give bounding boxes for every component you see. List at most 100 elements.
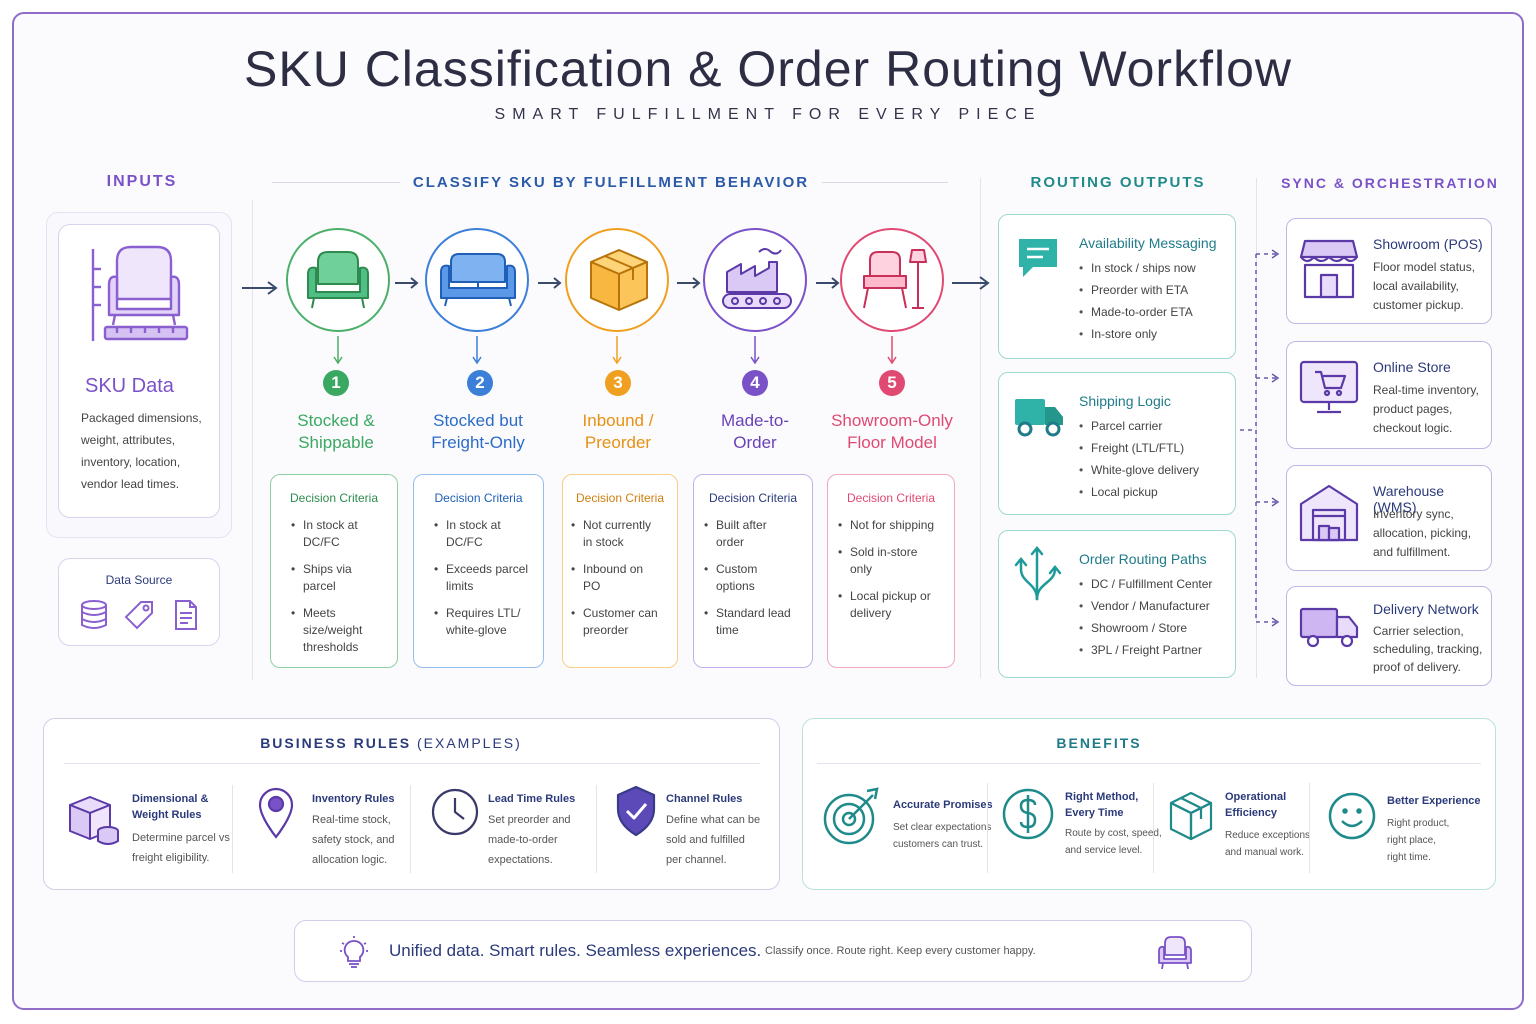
class-4-criteria: Decision Criteria Built after orderCusto… <box>693 474 813 668</box>
data-source-card[interactable]: Data Source <box>58 558 220 646</box>
flow-arrow <box>242 281 278 295</box>
armchair-footer-icon <box>1158 936 1192 970</box>
dollar-icon <box>1002 788 1054 840</box>
truck-icon <box>1015 399 1063 437</box>
section-routing-title: ROUTING OUTPUTS <box>1030 174 1206 191</box>
routing-paths-card[interactable]: Order Routing Paths DC / Fulfillment Cen… <box>998 530 1236 678</box>
rule-desc-line: sold and fulfilled <box>666 834 745 846</box>
class-title-line: Inbound / <box>582 411 654 430</box>
sync-online-store-card[interactable]: Online Store Real-time inventory,product… <box>1286 341 1492 449</box>
monitor-cart-icon <box>1299 360 1359 414</box>
divider-line <box>817 763 1481 764</box>
class-2-criteria: Decision Criteria In stock at DC/FCExcee… <box>413 474 544 668</box>
sync-desc-line: Floor model status, <box>1373 260 1476 274</box>
benefit-desc: Right product,right place,right time. <box>1387 815 1449 866</box>
criteria-title: Decision Criteria <box>575 491 665 505</box>
class-title-line: Freight-Only <box>431 433 525 452</box>
section-separator <box>1256 178 1257 678</box>
business-rules-title-text: BUSINESS RULES <box>260 735 412 751</box>
storefront-icon <box>1299 239 1359 299</box>
sync-card-desc: Inventory sync, allocation, picking, and f… <box>1373 505 1491 562</box>
routing-item: Vendor / Manufacturer <box>1079 595 1212 617</box>
document-icon <box>175 600 197 630</box>
benefit-title-line: Operational <box>1225 791 1287 803</box>
sync-warehouse-card[interactable]: Warehouse (WMS) Inventory sync, allocatio… <box>1286 465 1492 571</box>
rule-desc-line: allocation logic. <box>312 854 388 866</box>
class-4-number: 4 <box>742 370 768 396</box>
routing-item: Made-to-order ETA <box>1079 301 1196 323</box>
routing-shipping-card[interactable]: Shipping Logic Parcel carrierFreight (LT… <box>998 372 1236 515</box>
divider-line <box>822 182 948 183</box>
sku-desc-line: Packaged dimensions, <box>81 411 202 425</box>
sync-desc-line: allocation, picking, <box>1373 526 1472 540</box>
sync-delivery-card[interactable]: Delivery Network Carrier selection,sched… <box>1286 586 1492 686</box>
business-rules-title-suffix: (EXAMPLES) <box>417 735 522 751</box>
rule-desc-line: safety stock, and <box>312 834 395 846</box>
rule-separator <box>596 785 597 873</box>
rule-desc-line: Define what can be <box>666 814 761 826</box>
class-title-line: Floor Model <box>847 433 937 452</box>
criteria-item: Inbound on PO <box>571 561 663 595</box>
down-arrow <box>333 336 343 365</box>
criteria-item: In stock at DC/FC <box>291 517 383 551</box>
sync-card-desc: Real-time inventory,product pages,checko… <box>1373 381 1491 438</box>
factory-icon <box>722 248 792 309</box>
business-rules-title: BUSINESS RULES (EXAMPLES) <box>44 735 738 751</box>
target-icon <box>823 787 879 845</box>
class-4-circle[interactable] <box>703 228 807 332</box>
chair-lamp-icon <box>863 249 927 309</box>
rule-desc: Define what can be sold and fulfilled per … <box>666 810 760 870</box>
footer-subtext: Classify once. Route right. Keep every c… <box>765 945 1036 957</box>
box-icon <box>590 249 648 311</box>
rule-desc-line: per channel. <box>666 854 727 866</box>
flow-arrow <box>952 276 990 290</box>
rule-title: Channel Rules <box>666 791 742 807</box>
shield-check-icon <box>616 785 656 837</box>
benefit-separator <box>1309 783 1310 873</box>
sync-card-title: Warehouse (WMS) <box>1373 483 1445 515</box>
rule-desc-line: freight eligibility. <box>132 852 210 864</box>
routing-item: White-glove delivery <box>1079 459 1199 481</box>
routing-item: Parcel carrier <box>1079 415 1199 437</box>
rule-title-line: Dimensional & <box>132 793 209 805</box>
rule-desc-line: Real-time stock, <box>312 814 391 826</box>
criteria-title: Decision Criteria <box>846 491 936 505</box>
sync-showroom-card[interactable]: Showroom (POS) Floor model status,local … <box>1286 218 1492 324</box>
cube-icon <box>1169 791 1213 841</box>
sync-card-desc: Floor model status,local availability,cu… <box>1373 258 1491 315</box>
criteria-item: Sold in-store only <box>838 544 940 578</box>
routing-availability-card[interactable]: Availability Messaging In stock / ships … <box>998 214 1236 359</box>
criteria-item: Standard lead time <box>704 605 798 639</box>
benefit-separator <box>987 783 988 873</box>
sync-desc-line: Inventory sync, <box>1373 507 1454 521</box>
clock-icon <box>431 788 479 836</box>
benefits-panel: BENEFITS Accurate Promises Set clear exp… <box>802 718 1496 890</box>
benefit-title-line: Every Time <box>1065 807 1124 819</box>
class-title-line: Order <box>733 433 777 452</box>
benefit-title: Better Experience <box>1387 793 1481 809</box>
sync-card-desc: Carrier selection,scheduling, tracking,p… <box>1373 622 1491 676</box>
class-2-circle[interactable] <box>425 228 529 332</box>
rule-desc-line: made-to-order <box>488 834 558 846</box>
routing-item: Local pickup <box>1079 481 1199 503</box>
class-1-circle[interactable] <box>286 228 390 332</box>
rule-title-line: Channel Rules <box>666 793 743 805</box>
routing-item: Freight (LTL/FTL) <box>1079 437 1199 459</box>
criteria-item: Built after order <box>704 517 798 551</box>
class-5-circle[interactable] <box>840 228 944 332</box>
sync-desc-line: checkout logic. <box>1373 421 1453 435</box>
benefit-desc-line: Route by cost, speed, <box>1065 828 1162 839</box>
delivery-truck-icon <box>1299 607 1359 648</box>
class-title-line: Shippable <box>298 433 374 452</box>
sync-desc-line: and fulfillment. <box>1373 545 1451 559</box>
chat-icon <box>1019 239 1057 277</box>
sku-data-card[interactable]: SKU Data Packaged dimensions, weight, at… <box>58 224 220 518</box>
routing-card-title: Order Routing Paths <box>1079 551 1207 567</box>
class-3-circle[interactable] <box>565 228 669 332</box>
sync-desc-line: local availability, <box>1373 279 1459 293</box>
benefit-desc: Route by cost, speed,and service level. <box>1065 825 1162 859</box>
class-title-line: Stocked & <box>297 411 375 430</box>
